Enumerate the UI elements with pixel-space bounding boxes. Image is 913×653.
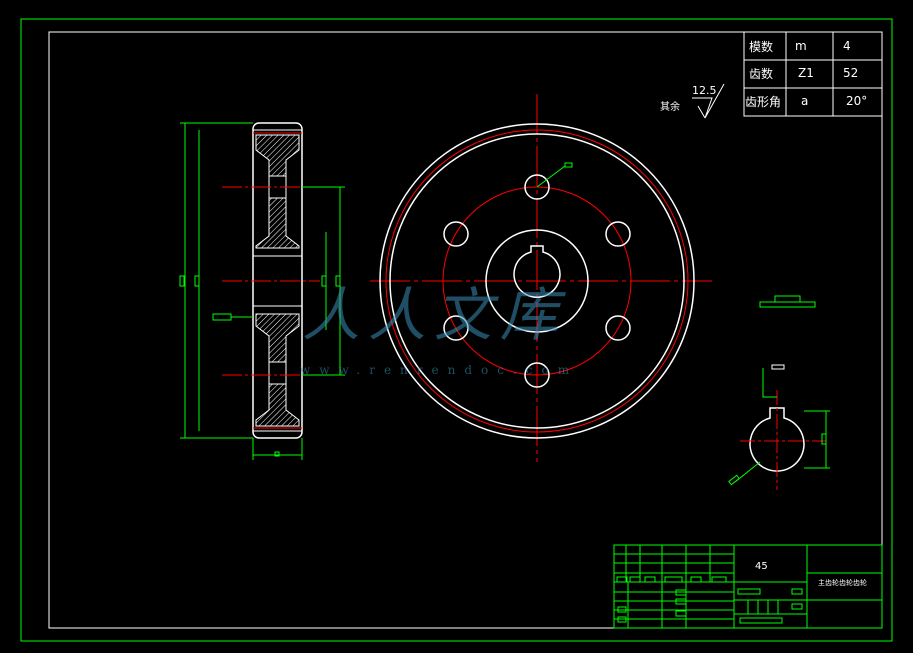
roughness-value: 12.5 [692, 84, 717, 97]
watermark: 人人文库 www.renrendoc.com [300, 281, 578, 377]
watermark-url-text: www.renrendoc.com [300, 363, 578, 377]
title-material: 45 [755, 561, 768, 572]
gear-parameter-table: 模数 m 4 齿数 Z1 52 齿形角 a 20° [743, 31, 883, 117]
param-value-pressure-angle: 20° [846, 94, 867, 108]
param-symbol-module: m [795, 39, 807, 53]
param-value-teeth: 52 [843, 66, 858, 80]
keyway-detail-view [728, 295, 830, 490]
roughness-label: 其余 [660, 100, 680, 113]
param-symbol-pressure-angle: a [801, 94, 808, 108]
title-drawing-name: 主齿轮齿轮齿轮 [818, 578, 867, 587]
param-name-pressure-angle: 齿形角 [745, 95, 781, 109]
param-name-teeth: 齿数 [749, 66, 773, 81]
watermark-main-text: 人人文库 [302, 281, 566, 349]
gear-front-view [370, 94, 712, 462]
gear-section-view [179, 122, 345, 460]
surface-roughness-symbol: 其余 12.5 [660, 83, 725, 119]
outer-frame [20, 18, 893, 642]
param-name-module: 模数 [749, 39, 773, 54]
title-block: 45 主齿轮齿轮齿轮 [613, 544, 883, 629]
inner-frame [48, 31, 883, 629]
param-symbol-teeth: Z1 [798, 66, 814, 80]
param-value-module: 4 [843, 39, 851, 53]
